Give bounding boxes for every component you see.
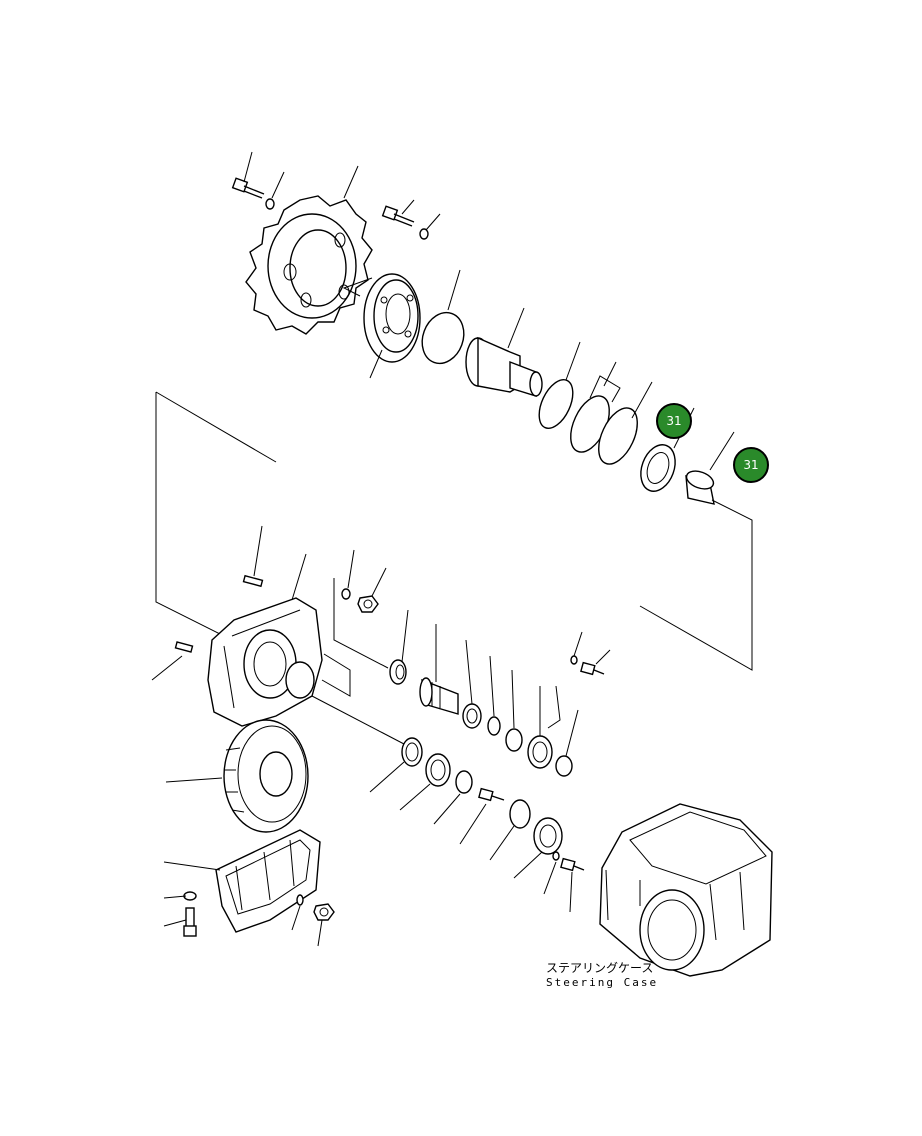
bearing-cage[interactable] [527, 735, 553, 769]
leader-lines-middle [151, 525, 611, 913]
bearing-pinion-left[interactable] [389, 659, 407, 685]
sprocket[interactable] [245, 195, 373, 335]
seal-ring-b[interactable] [591, 402, 645, 470]
steering-case[interactable] [599, 803, 773, 977]
washer-cage[interactable] [570, 655, 578, 665]
callout-label: 31 [666, 414, 681, 428]
callout-31-sleeve[interactable]: 31 [733, 447, 769, 483]
caption-japanese: ステアリングケース [546, 961, 653, 975]
caption-english: Steering Case [546, 976, 658, 989]
bolt-pan[interactable] [183, 907, 197, 937]
spacer-ring[interactable] [487, 716, 501, 736]
washer-sprocket-left[interactable] [265, 198, 275, 210]
bolt-hub[interactable] [381, 205, 415, 227]
bolt-cover[interactable] [560, 857, 585, 872]
final-drive-case[interactable] [207, 597, 323, 727]
oil-seal[interactable] [401, 737, 423, 767]
dowel-pin-lower[interactable] [174, 641, 194, 653]
bolt-lower[interactable] [478, 787, 505, 802]
leader-lines-bottom [163, 777, 323, 947]
plug-pan[interactable] [296, 894, 304, 906]
bearing[interactable] [635, 440, 681, 496]
callout-31-bearing[interactable]: 31 [656, 403, 692, 439]
bolt-sprocket-left[interactable] [231, 177, 265, 199]
o-ring-cover[interactable] [505, 728, 523, 752]
hub[interactable] [363, 273, 421, 363]
thrust-washer[interactable] [455, 770, 473, 794]
bolt-cage[interactable] [580, 661, 605, 676]
oil-pan[interactable] [215, 829, 321, 933]
washer-hub[interactable] [419, 228, 429, 240]
shaft[interactable] [465, 336, 543, 397]
drain-plug[interactable] [313, 903, 335, 921]
cover-lower[interactable] [533, 817, 563, 855]
washer-lower[interactable] [552, 851, 560, 861]
snap-ring[interactable] [532, 375, 579, 434]
dowel-pin-upper[interactable] [242, 574, 264, 588]
o-ring-lower[interactable] [509, 799, 531, 829]
final-gear[interactable] [223, 719, 309, 833]
seal-cage[interactable] [555, 755, 573, 777]
bearing-lower[interactable] [425, 753, 451, 787]
steering-case-caption: ステアリングケース Steering Case [546, 961, 658, 989]
pinion-shaft[interactable] [419, 677, 459, 715]
o-ring-hub[interactable] [415, 307, 470, 370]
bearing-pinion-right[interactable] [462, 703, 482, 729]
callout-label: 31 [743, 458, 758, 472]
plug-small[interactable] [341, 588, 351, 600]
breather-plug[interactable] [357, 595, 379, 613]
sleeve[interactable] [684, 468, 716, 505]
